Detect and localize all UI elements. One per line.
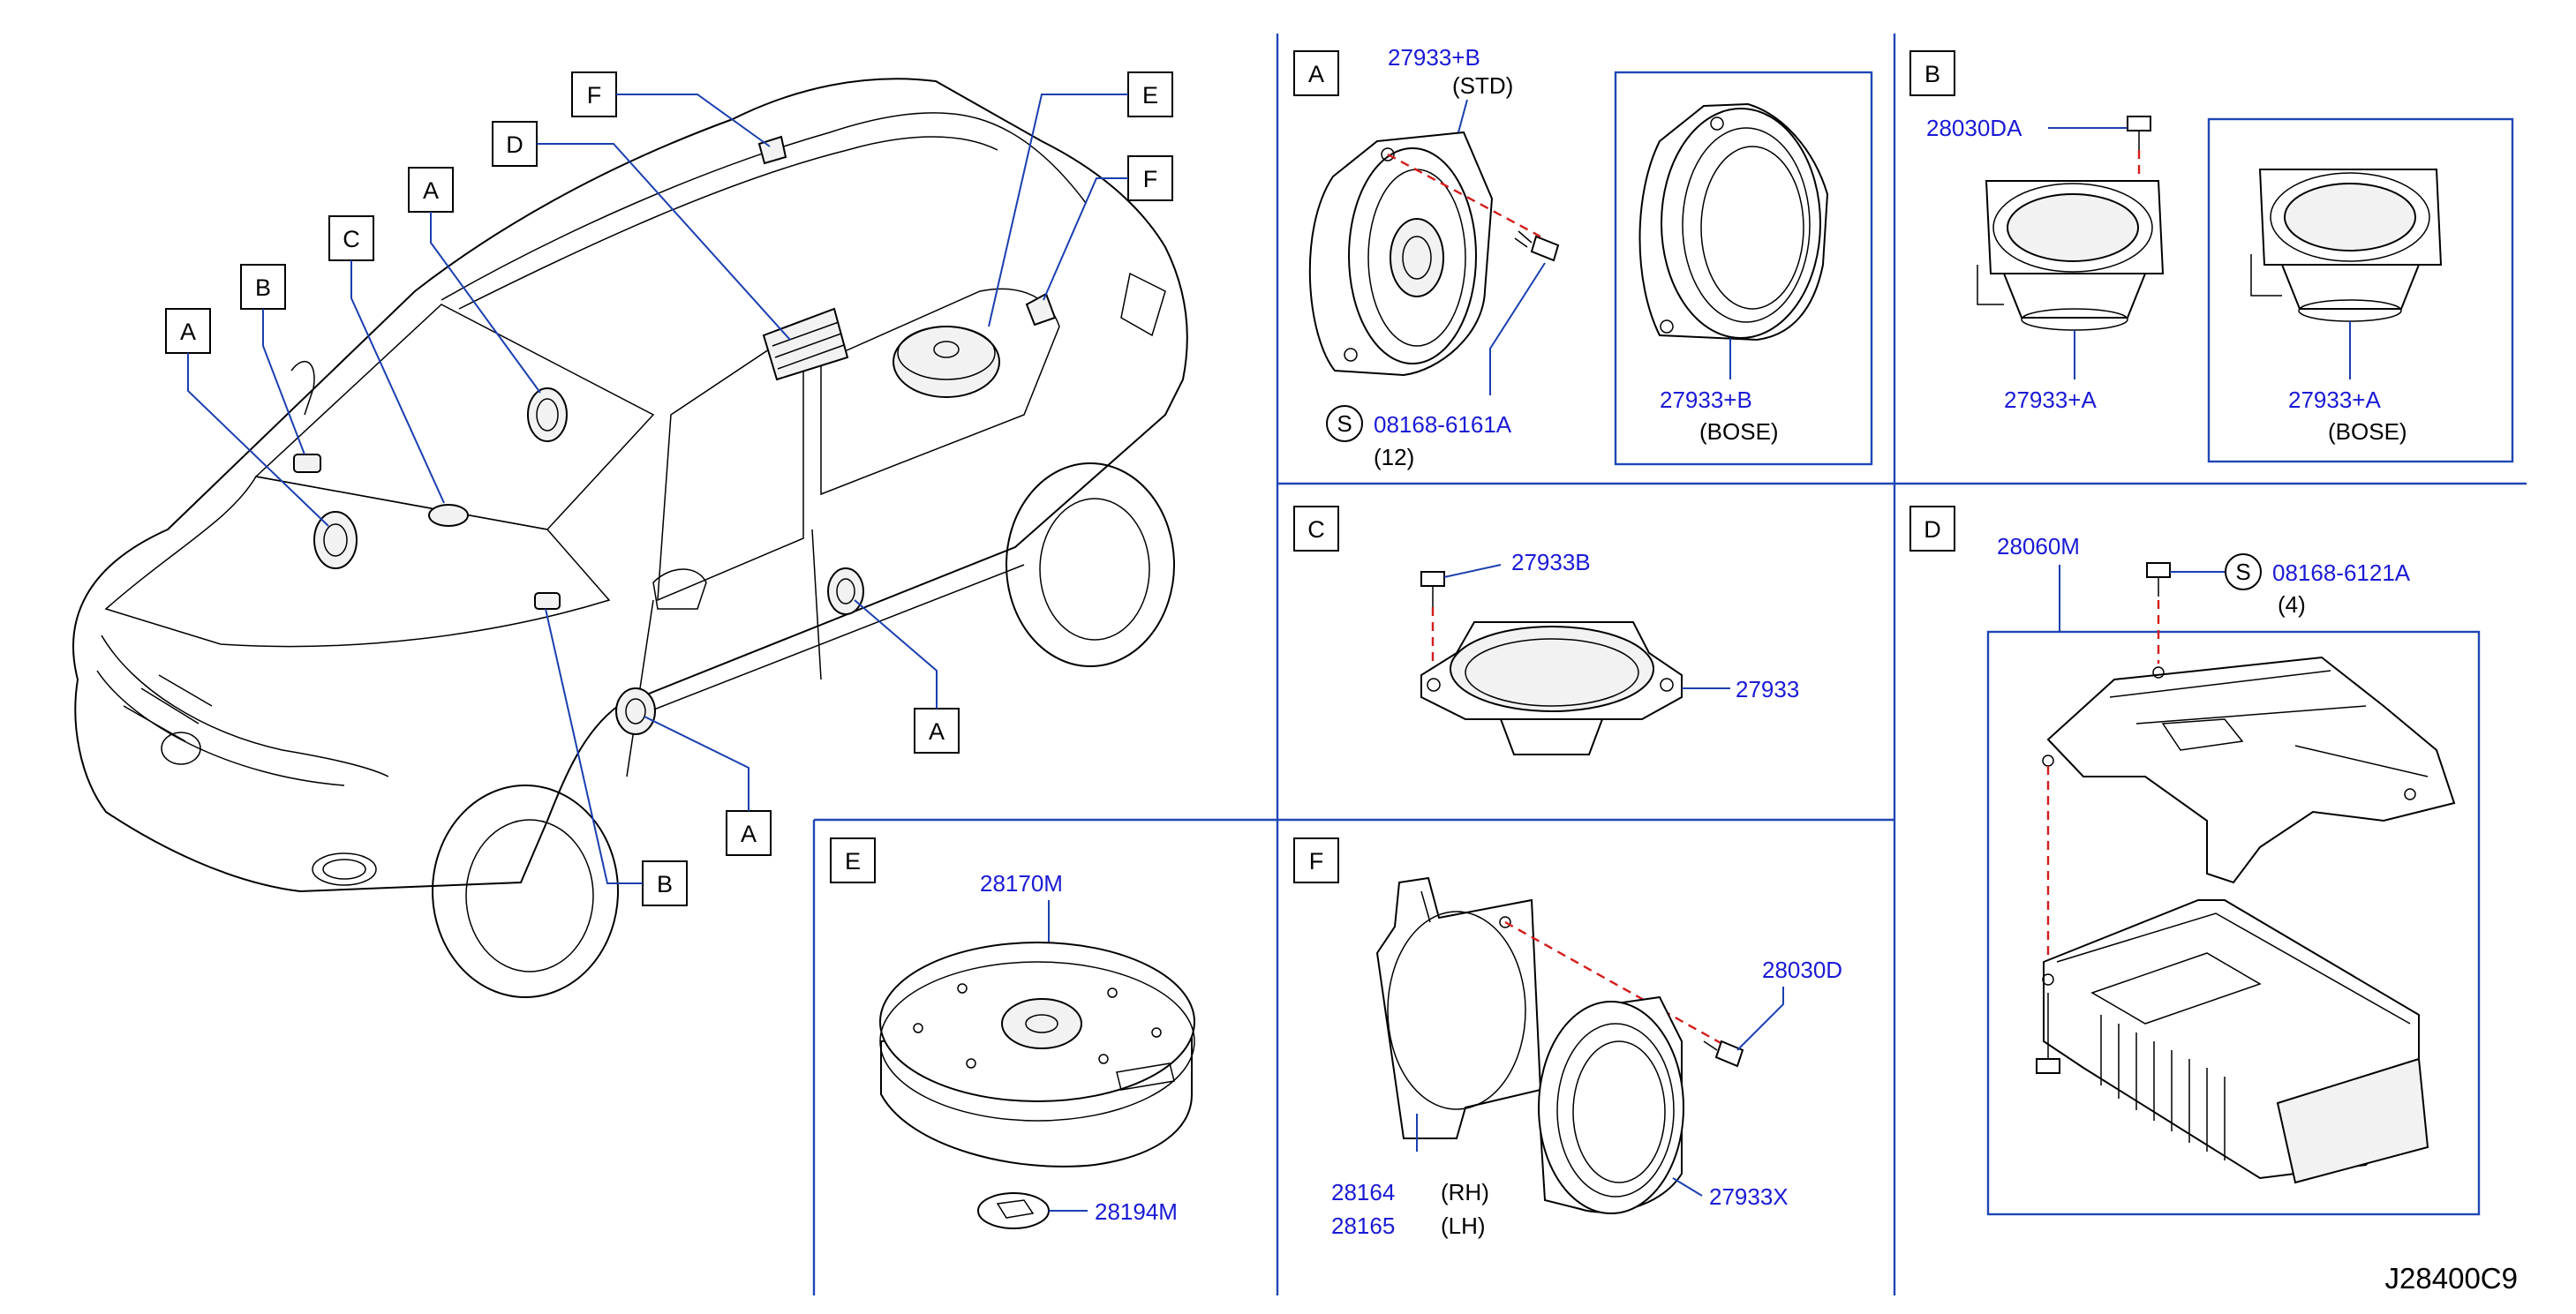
section-b: B 28030DA 27933+A 2793 bbox=[1909, 50, 2443, 445]
section-f-bracket-lh-note: (LH) bbox=[1441, 1213, 1486, 1239]
screw-d-lower bbox=[2036, 993, 2060, 1074]
callout-b-dash: B bbox=[255, 274, 271, 301]
amplifier-d-in-car bbox=[762, 307, 849, 381]
amp-bracket bbox=[2042, 656, 2456, 884]
callout-a-door-front: A bbox=[741, 821, 757, 847]
screw-a bbox=[1514, 230, 1560, 262]
section-d-amp-part: 28060M bbox=[1997, 533, 2080, 559]
screw-symbol-circle-d bbox=[2225, 553, 2262, 590]
amplifier-d bbox=[2042, 899, 2429, 1184]
section-f-screw-part: 28030D bbox=[1762, 957, 1842, 983]
speaker-a-std bbox=[1308, 131, 1494, 377]
section-a-bose-part: 27933+B bbox=[1660, 387, 1752, 413]
section-e-label: E bbox=[845, 848, 861, 875]
screw-c bbox=[1420, 571, 1445, 607]
callout-e: E bbox=[1142, 82, 1158, 109]
section-a-screw-qty: (12) bbox=[1374, 444, 1414, 470]
panel-grid bbox=[812, 34, 2527, 1295]
center-speaker-c bbox=[428, 504, 469, 527]
tweeter-b-lower bbox=[534, 592, 561, 610]
section-b-bose-note: (BOSE) bbox=[2328, 418, 2407, 445]
callout-a-ws: A bbox=[423, 177, 439, 204]
tweeter-b-dash bbox=[293, 454, 321, 473]
section-b-box bbox=[1909, 50, 1955, 96]
tweeter-b-std bbox=[1977, 180, 2165, 331]
tweeter-f-rear bbox=[1025, 292, 1057, 327]
section-a-screw-part: 08168-6161A bbox=[1374, 411, 1512, 438]
vehicle-illustration bbox=[72, 78, 1188, 998]
callout-d: D bbox=[506, 131, 523, 158]
section-a: A 27933+B (STD) S 08168-6161A (12) bbox=[1293, 44, 1829, 470]
section-b-screw-part: 28030DA bbox=[1926, 115, 2022, 141]
section-e-woofer-part: 28170M bbox=[980, 870, 1063, 897]
bracket-f bbox=[1375, 876, 1542, 1139]
speaker-c bbox=[1420, 621, 1683, 755]
section-f-bracket-lh: 28165 bbox=[1331, 1213, 1395, 1239]
section-c: C 27933B 27933 bbox=[1293, 506, 1799, 755]
section-f-speaker-part: 27933X bbox=[1709, 1183, 1789, 1210]
section-e: E 28170M 28194M bbox=[830, 837, 1195, 1229]
section-c-box bbox=[1293, 506, 1339, 552]
section-e-pad-part: 28194M bbox=[1095, 1198, 1178, 1225]
section-a-box bbox=[1293, 50, 1339, 96]
screw-f bbox=[1703, 1040, 1744, 1068]
speaker-a-pillar bbox=[527, 387, 568, 442]
section-d-box bbox=[1909, 506, 1955, 552]
speaker-a-front-door bbox=[615, 687, 656, 735]
section-e-box bbox=[830, 837, 876, 883]
section-b-label: B bbox=[1924, 61, 1940, 87]
section-d-screw-qty: (4) bbox=[2278, 591, 2306, 618]
callout-b-low: B bbox=[657, 871, 673, 897]
section-f-bracket-rh-note: (RH) bbox=[1441, 1179, 1489, 1205]
tweeter-b-bose bbox=[2250, 169, 2443, 322]
speaker-a-bose bbox=[1638, 102, 1829, 342]
callout-f-rear: F bbox=[1143, 166, 1158, 192]
section-d-screw-part: 08168-6121A bbox=[2272, 559, 2411, 586]
callout-a-left: A bbox=[180, 319, 196, 345]
section-f-label: F bbox=[1309, 848, 1324, 875]
section-b-std-part: 27933+A bbox=[2004, 387, 2097, 413]
pad-e bbox=[977, 1192, 1050, 1229]
section-f-box bbox=[1293, 837, 1339, 883]
car-callouts: F D E F A C B A A A bbox=[165, 71, 1173, 906]
callout-a-door-rear: A bbox=[929, 718, 945, 745]
callout-c: C bbox=[343, 226, 360, 252]
section-a-std-note: (STD) bbox=[1452, 72, 1513, 99]
section-a-label: A bbox=[1308, 61, 1324, 87]
woofer-e-in-car bbox=[893, 326, 1000, 398]
screw-d bbox=[2146, 562, 2171, 597]
section-a-bose-note: (BOSE) bbox=[1699, 418, 1779, 445]
section-b-bose-part: 27933+A bbox=[2288, 387, 2381, 413]
screw-symbol-circle-a bbox=[1326, 405, 1363, 442]
section-a-std-part: 27933+B bbox=[1388, 44, 1480, 71]
speaker-a-rear-door bbox=[827, 567, 864, 615]
screw-b bbox=[2127, 116, 2151, 150]
section-c-speaker-part: 27933 bbox=[1736, 676, 1799, 702]
section-a-screw-symbol: S bbox=[1337, 410, 1352, 437]
diagram-id: J28400C9 bbox=[2385, 1262, 2518, 1295]
speaker-f bbox=[1538, 995, 1684, 1214]
subwoofer-e bbox=[879, 942, 1195, 1168]
section-f: F 28030D 28164 (RH) 28165 (LH) 27933X bbox=[1293, 837, 1842, 1239]
section-d-screw-symbol: S bbox=[2235, 559, 2250, 585]
section-c-label: C bbox=[1307, 516, 1325, 543]
section-d: D 28060M S 08168-6121A (4) bbox=[1909, 506, 2456, 1184]
callout-f-top: F bbox=[587, 82, 602, 109]
section-f-bracket-rh: 28164 bbox=[1331, 1179, 1395, 1205]
section-c-screw-part: 27933B bbox=[1511, 549, 1591, 575]
speaker-a-front-left bbox=[313, 511, 358, 569]
section-d-label: D bbox=[1924, 516, 1941, 543]
